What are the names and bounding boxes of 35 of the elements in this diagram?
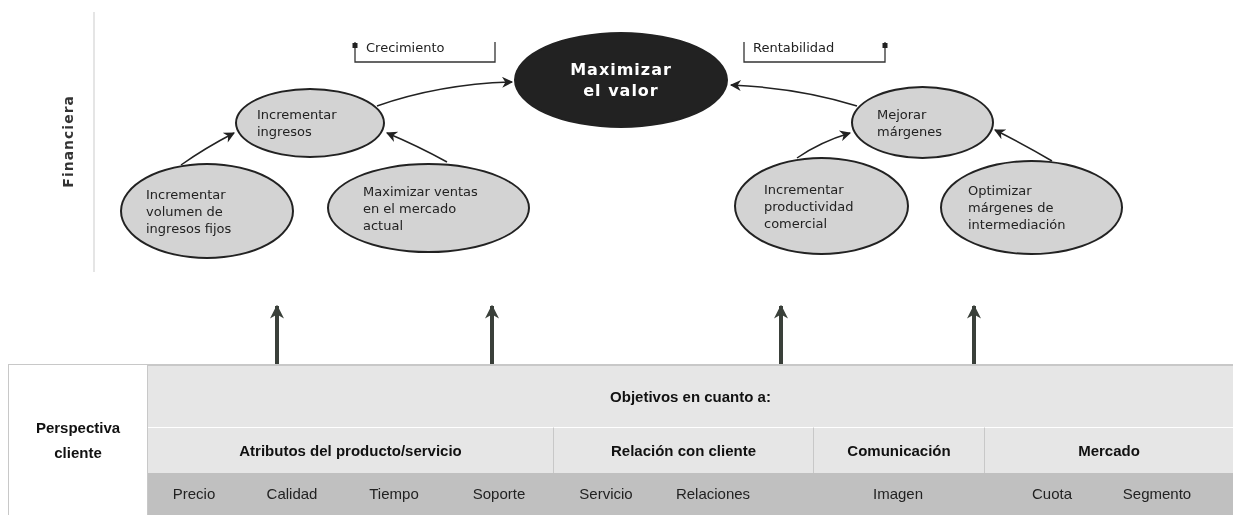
table-header: Objetivos en cuanto a:	[148, 364, 1233, 427]
arrow	[967, 304, 981, 364]
arrow	[774, 304, 788, 364]
column-header: Atributos del producto/servicio	[148, 427, 553, 473]
arrow	[180, 132, 235, 166]
bracket-label: Rentabilidad	[753, 40, 835, 55]
subcolumn-label: Relaciones	[675, 485, 751, 502]
subcolumn-label: Calidad	[266, 485, 318, 502]
subcolumn-label: Soporte	[472, 485, 526, 502]
objective-ellipse: Incrementar volumen de ingresos fijos	[120, 163, 294, 259]
subcolumn-label: Tiempo	[369, 485, 419, 502]
subcolumn-label: Precio	[172, 485, 216, 502]
objective-ellipse: Incrementar productividad comercial	[734, 157, 909, 255]
subcolumn-label: Segmento	[1122, 485, 1192, 502]
column-header: Mercado	[984, 427, 1233, 473]
objective-ellipse: Maximizar el valor	[514, 32, 728, 128]
arrow	[376, 76, 514, 107]
bracket-label: Crecimiento	[366, 40, 445, 55]
objective-ellipse: Incrementar ingresos	[235, 88, 385, 158]
perspective-label: Financiera	[60, 95, 76, 188]
column-header: Comunicación	[813, 427, 984, 473]
subcolumn-label: Servicio	[579, 485, 633, 502]
arrow	[270, 304, 284, 364]
arrow	[386, 131, 448, 163]
subcolumn-label: Imagen	[873, 485, 923, 502]
arrow	[729, 80, 858, 107]
objective-ellipse: Mejorar márgenes	[851, 86, 994, 159]
arrow	[994, 129, 1053, 162]
arrow	[796, 130, 852, 159]
objective-ellipse: Maximizar ventas en el mercado actual	[327, 163, 530, 253]
arrow	[485, 304, 499, 364]
row-header: Perspectiva cliente	[34, 417, 122, 463]
objective-ellipse: Optimizar márgenes de intermediación	[940, 160, 1123, 255]
column-header: Relación con cliente	[553, 427, 813, 473]
subcolumn-label: Cuota	[1032, 485, 1072, 502]
